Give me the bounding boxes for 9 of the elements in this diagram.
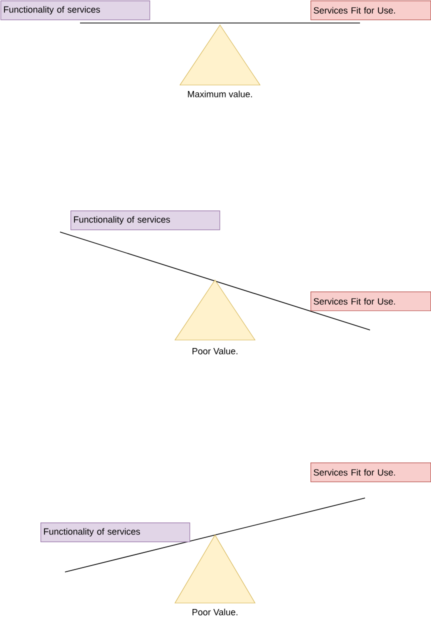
label-box: Services Fit for Use. [310, 462, 431, 482]
label-box: Services Fit for Use. [310, 0, 431, 20]
label-box: Functionality of services [0, 0, 150, 20]
label-box: Functionality of services [40, 522, 190, 542]
value-label: Poor Value. [192, 608, 238, 616]
value-label: Poor Value. [192, 348, 238, 354]
label-box: Functionality of services [70, 210, 220, 230]
value-label: Maximum value. [188, 90, 252, 98]
label-box: Services Fit for Use. [310, 292, 431, 312]
